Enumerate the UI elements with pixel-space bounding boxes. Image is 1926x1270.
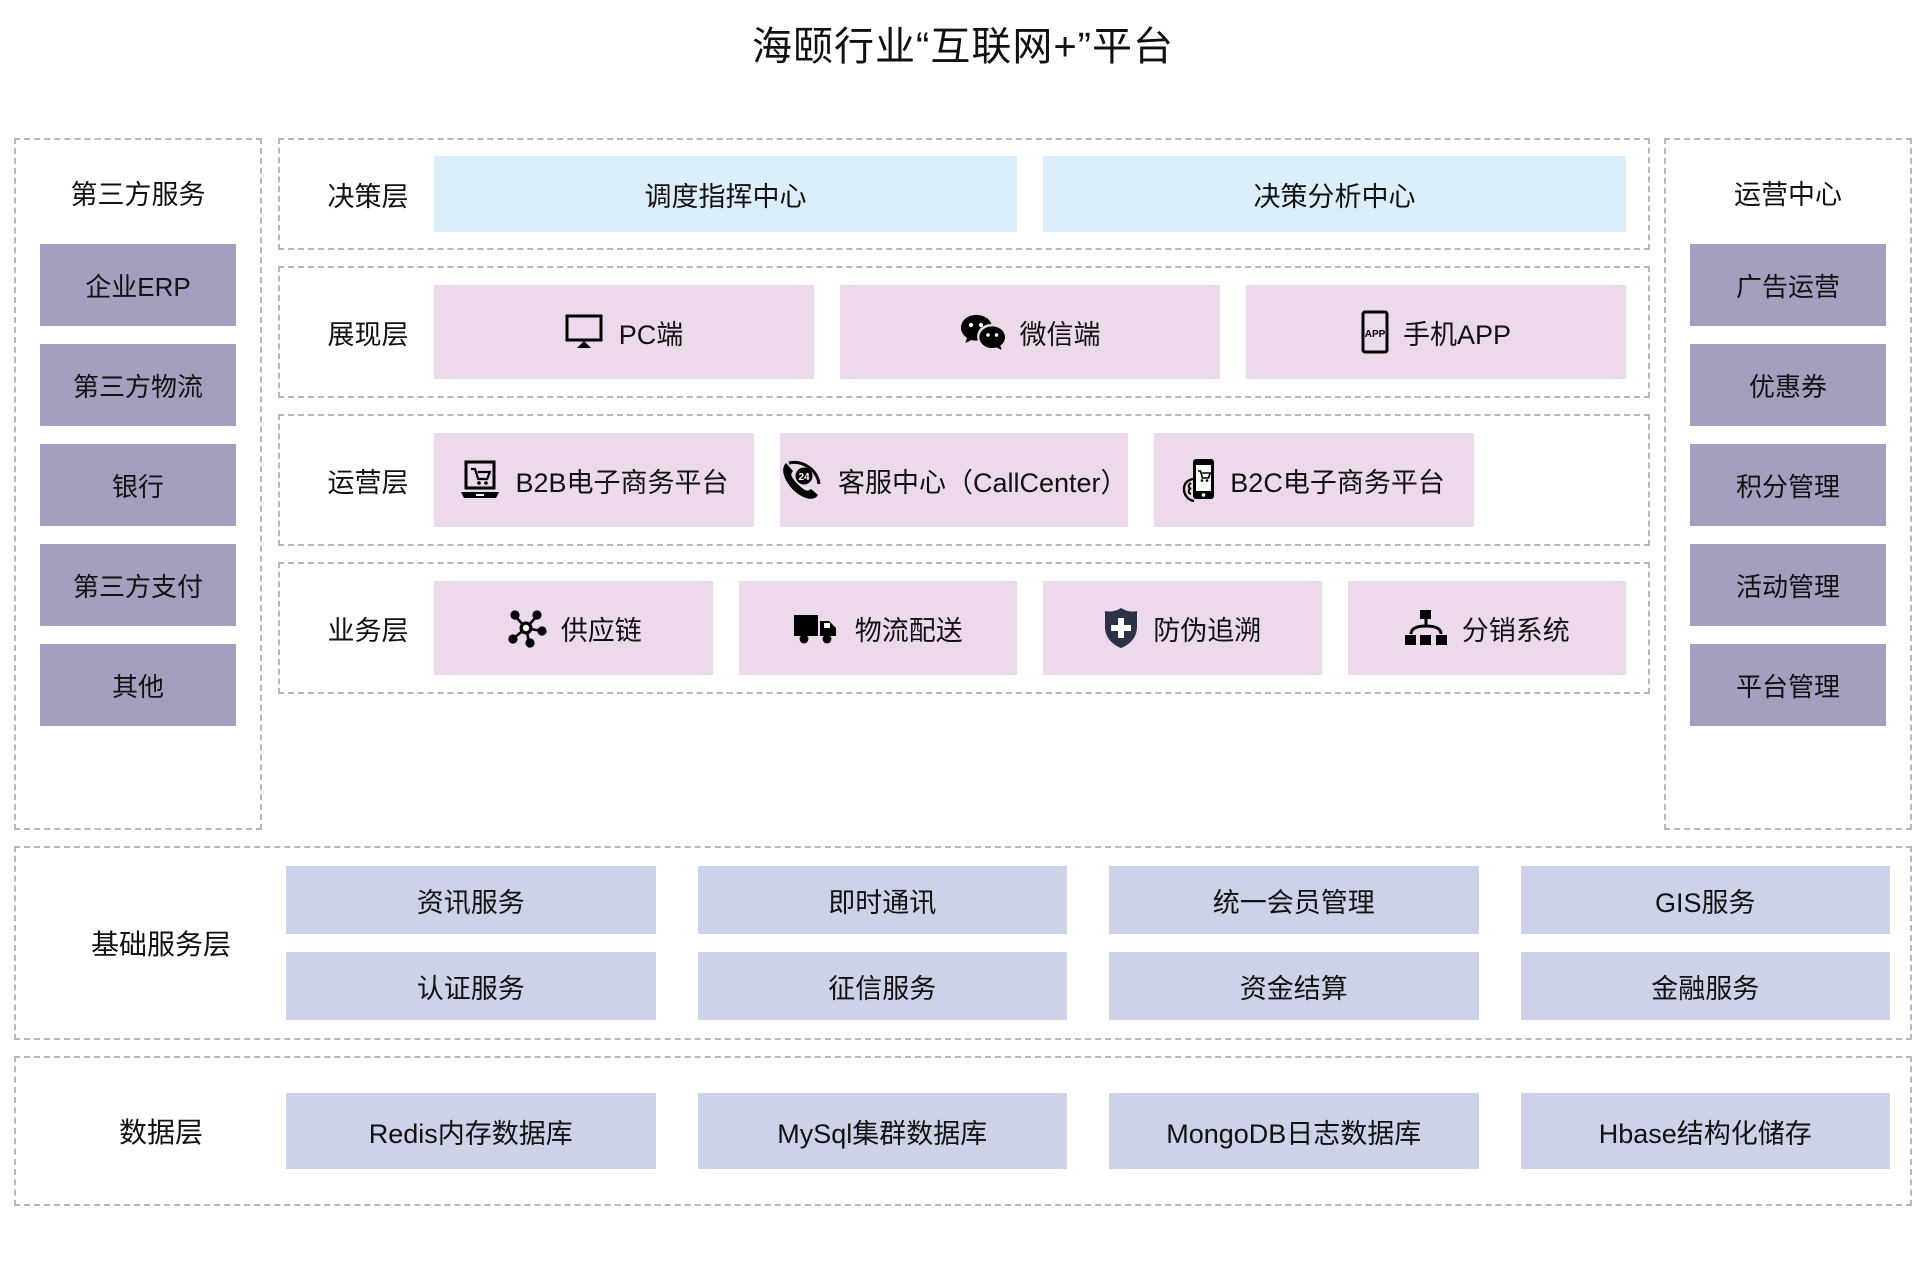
operation-center-heading: 运营中心 [1734,179,1842,210]
data-layer-mysql[interactable]: MySql集群数据库 [697,1093,1067,1169]
third-party-item-erp[interactable]: 企业ERP [40,244,236,326]
presentation-layer-cells: PC端 微信端 [434,285,1626,379]
business-cell-logistics[interactable]: 物流配送 [738,581,1017,675]
wechat-icon [960,313,1006,351]
mobile-app-icon: APP [1361,310,1389,354]
operation-layer-band: 运营层 B2B电子商务平台 [278,414,1650,546]
basic-service-gis[interactable]: GIS服务 [1520,866,1890,934]
decision-cell-dispatch[interactable]: 调度指挥中心 [434,156,1017,232]
data-layer-hbase[interactable]: Hbase结构化储存 [1520,1093,1890,1169]
basic-service-row-2: 认证服务 征信服务 资金结算 金融服务 [286,952,1890,1020]
business-layer-label: 业务层 [327,615,409,646]
basic-service-row-1: 资讯服务 即时通讯 统一会员管理 GIS服务 [286,866,1890,934]
truck-icon [793,611,841,645]
data-layer-label: 数据层 [118,1117,203,1148]
basic-service-settlement[interactable]: 资金结算 [1109,952,1479,1020]
business-cell-anticounterfeit[interactable]: 防伪追溯 [1043,581,1322,675]
third-party-services-list: 企业ERP 第三方物流 银行 第三方支付 其他 [16,244,260,726]
operation-cell-callcenter[interactable]: 24 客服中心（CallCenter） [780,433,1128,527]
presentation-cell-wechat[interactable]: 微信端 [840,285,1220,379]
operation-cell-callcenter-label: 客服中心（CallCenter） [838,467,1128,498]
third-party-item-payment[interactable]: 第三方支付 [40,544,236,626]
business-cell-anticounterfeit-label: 防伪追溯 [1153,615,1262,646]
decision-layer-label: 决策层 [327,181,409,212]
operation-item-platform[interactable]: 平台管理 [1690,644,1886,726]
business-cell-supply-chain[interactable]: 供应链 [434,581,713,675]
operation-item-ad[interactable]: 广告运营 [1690,244,1886,326]
business-cell-logistics-label: 物流配送 [854,615,963,646]
data-layer-redis[interactable]: Redis内存数据库 [286,1093,656,1169]
third-party-item-other[interactable]: 其他 [40,644,236,726]
basic-service-auth[interactable]: 认证服务 [286,952,656,1020]
data-layer-row-1: Redis内存数据库 MySql集群数据库 MongoDB日志数据库 Hbase… [286,1093,1890,1169]
basic-service-news[interactable]: 资讯服务 [286,866,656,934]
data-layer-grid: Redis内存数据库 MySql集群数据库 MongoDB日志数据库 Hbase… [286,1093,1890,1169]
svg-text:24: 24 [798,472,810,483]
basic-service-layer-label: 基础服务层 [90,929,231,960]
operation-item-points[interactable]: 积分管理 [1690,444,1886,526]
operation-center-column: 运营中心 广告运营 优惠券 积分管理 活动管理 平台管理 [1664,138,1912,830]
basic-service-finance[interactable]: 金融服务 [1520,952,1890,1020]
business-cell-distribution[interactable]: 分销系统 [1347,581,1626,675]
data-layer-mongodb[interactable]: MongoDB日志数据库 [1109,1093,1479,1169]
decision-cell-dispatch-label: 调度指挥中心 [644,181,807,212]
monitor-icon [565,314,605,350]
basic-service-credit[interactable]: 征信服务 [697,952,1067,1020]
operation-cell-b2b-label: B2B电子商务平台 [515,467,729,498]
shield-plus-icon [1103,607,1139,649]
presentation-cell-pc[interactable]: PC端 [434,285,814,379]
presentation-layer-band: 展现层 PC端 [278,266,1650,398]
operation-item-campaign[interactable]: 活动管理 [1690,544,1886,626]
network-nodes-icon [505,607,547,649]
decision-cell-analysis-label: 决策分析中心 [1253,181,1416,212]
presentation-cell-wechat-label: 微信端 [1019,319,1101,350]
business-cell-distribution-label: 分销系统 [1461,615,1570,646]
presentation-cell-app-label: 手机APP [1402,319,1512,350]
decision-cell-analysis[interactable]: 决策分析中心 [1043,156,1626,232]
svg-text:APP: APP [1365,329,1386,340]
basic-service-grid: 资讯服务 即时通讯 统一会员管理 GIS服务 认证服务 征信服务 资金结算 金融… [286,866,1890,1020]
presentation-layer-label: 展现层 [327,319,409,350]
operation-center-list: 广告运营 优惠券 积分管理 活动管理 平台管理 [1666,244,1910,726]
hand-phone-cart-icon [1182,457,1216,503]
operation-layer-cells: B2B电子商务平台 24 客服中心（CallCenter） [434,433,1626,527]
business-layer-cells: 供应链 物流配送 [434,581,1626,675]
operation-item-coupon[interactable]: 优惠券 [1690,344,1886,426]
business-cell-supply-chain-label: 供应链 [560,615,642,646]
presentation-cell-pc-label: PC端 [618,319,684,350]
operation-layer-label: 运营层 [327,467,409,498]
decision-layer-band: 决策层 调度指挥中心 决策分析中心 [278,138,1650,250]
data-layer-band: 数据层 Redis内存数据库 MySql集群数据库 MongoDB日志数据库 H… [14,1056,1912,1206]
operation-cell-b2c-label: B2C电子商务平台 [1230,467,1445,498]
third-party-item-bank[interactable]: 银行 [40,444,236,526]
basic-service-layer-band: 基础服务层 资讯服务 即时通讯 统一会员管理 GIS服务 认证服务 征信服务 资… [14,846,1912,1040]
decision-layer-cells: 调度指挥中心 决策分析中心 [434,156,1626,232]
third-party-item-logistics[interactable]: 第三方物流 [40,344,236,426]
phone-24-icon: 24 [780,459,824,501]
third-party-services-heading: 第三方服务 [70,179,206,210]
third-party-services-column: 第三方服务 企业ERP 第三方物流 银行 第三方支付 其他 [14,138,262,830]
operation-cell-b2c[interactable]: B2C电子商务平台 [1153,433,1474,527]
operation-cell-b2b[interactable]: B2B电子商务平台 [434,433,754,527]
presentation-cell-app[interactable]: APP 手机APP [1246,285,1626,379]
page-title: 海颐行业“互联网+”平台 [752,25,1174,69]
org-tree-icon [1404,608,1448,648]
business-layer-band: 业务层 [278,562,1650,694]
basic-service-member[interactable]: 统一会员管理 [1109,866,1479,934]
basic-service-im[interactable]: 即时通讯 [697,866,1067,934]
center-layer-stack: 决策层 调度指挥中心 决策分析中心 展现层 [278,138,1650,710]
laptop-cart-icon [459,459,501,501]
